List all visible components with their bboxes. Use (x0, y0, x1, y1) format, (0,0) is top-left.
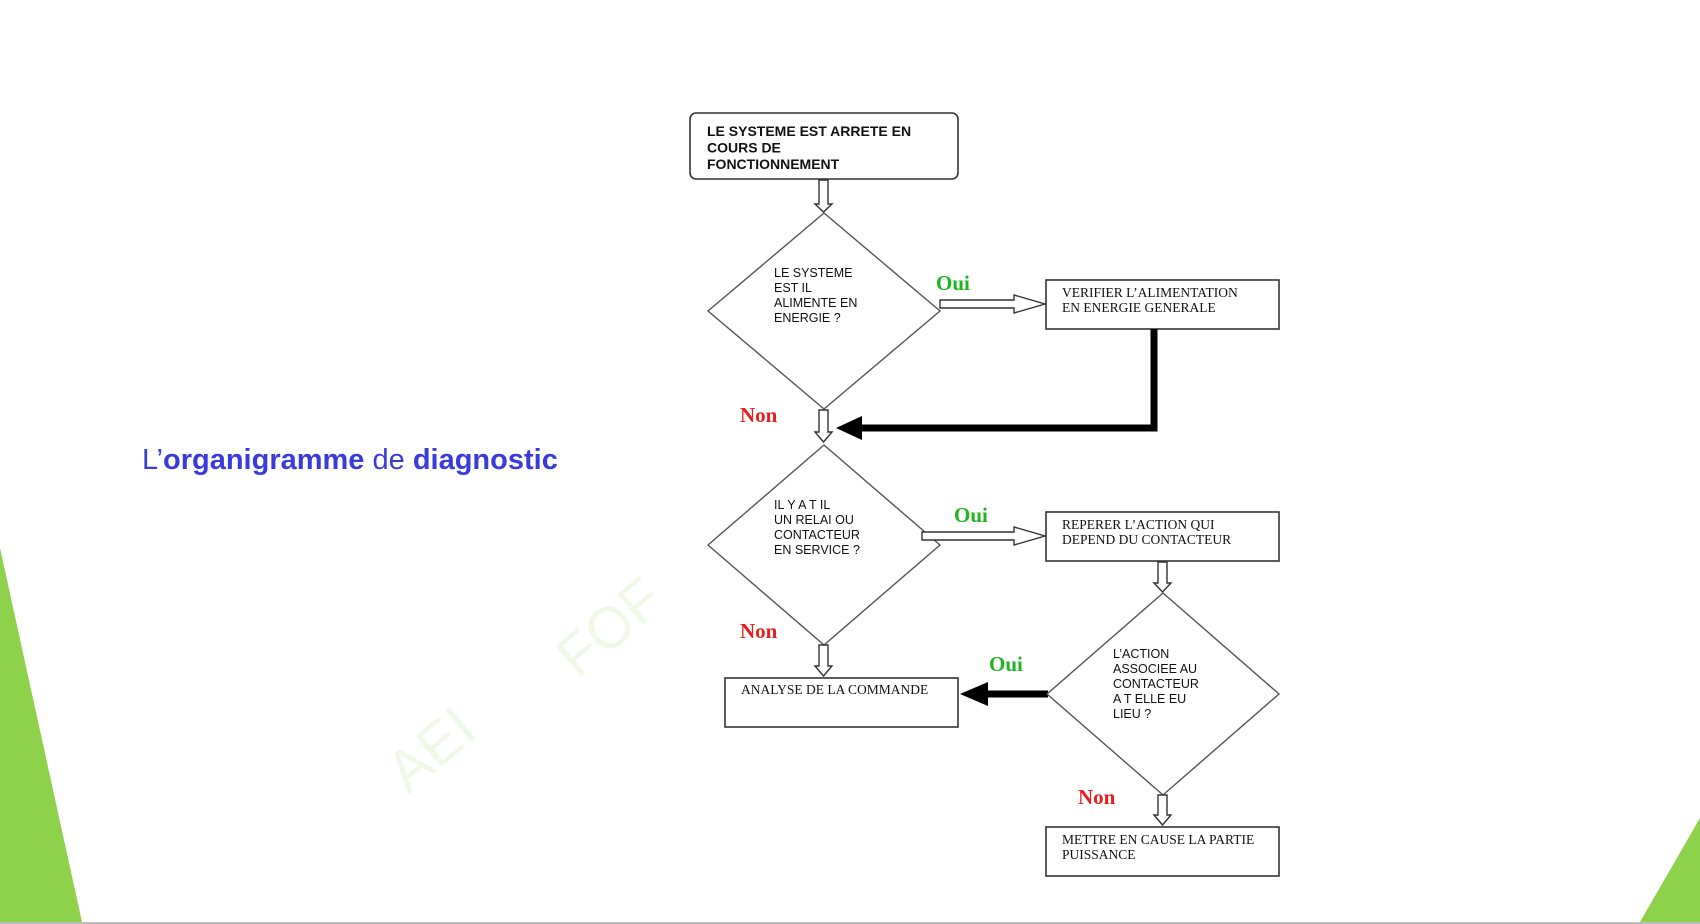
svg-text:VERIFIER L’ALIMENTATION: VERIFIER L’ALIMENTATION EN ENERGIE GENER… (1062, 285, 1241, 315)
return-path-a1 (858, 329, 1158, 432)
q1-line-2: EST IL (774, 281, 812, 295)
q2-line-3: CONTACTEUR (774, 528, 860, 542)
a2-line-2: DEPEND DU CONTACTEUR (1062, 532, 1231, 547)
q1-line-4: ENERGIE ? (774, 311, 841, 325)
a4-line-1: METTRE EN CAUSE LA PARTIE (1062, 832, 1254, 847)
left-green-accent (0, 548, 82, 922)
q2-line-4: EN SERVICE ? (774, 543, 860, 557)
action-box-a1: VERIFIER L’ALIMENTATION EN ENERGIE GENER… (1045, 279, 1280, 330)
start-box: LE SYSTEME EST ARRETE EN COURS DE FONCTI… (689, 112, 959, 180)
q1-line-3: ALIMENTE EN (774, 296, 857, 310)
a2-line-1: REPERER L’ACTION QUI (1062, 517, 1215, 532)
q1-line-1: LE SYSTEME (774, 266, 853, 280)
q3-line-5: LIEU ? (1113, 707, 1151, 721)
yes-label-1: Oui (936, 271, 970, 295)
action-box-a2: REPERER L’ACTION QUI DEPEND DU CONTACTEU… (1045, 511, 1280, 562)
return-arrowhead-a1 (836, 416, 862, 440)
slide-title: L’organigramme de diagnostic (142, 444, 558, 477)
action-box-a4: METTRE EN CAUSE LA PARTIE PUISSANCE (1045, 826, 1280, 877)
arrow-q1-to-a1 (939, 294, 1048, 314)
decision-q1: LE SYSTEME EST IL ALIMENTE EN ENERGIE ? (706, 212, 942, 410)
start-line-1: LE SYSTEME EST ARRETE EN (707, 123, 911, 139)
start-line-2: COURS DE (707, 140, 781, 156)
arrow-a2-to-q3 (1152, 561, 1173, 594)
arrow-q2-to-a2 (921, 526, 1048, 546)
arrow-q1-to-q2 (813, 409, 834, 444)
title-part-4: diagnostic (412, 444, 558, 476)
svg-text:LE SYSTEME EST IL: LE SYSTEME EST IL ALIMENTE EN ENERGIE ? (774, 266, 861, 325)
no-label-3: Non (1078, 785, 1116, 809)
no-label-1: Non (740, 403, 778, 427)
arrow-start-to-q1 (813, 179, 834, 213)
a1-line-1: VERIFIER L’ALIMENTATION (1062, 285, 1238, 300)
action-box-a3: ANALYSE DE LA COMMANDE (724, 677, 959, 728)
decision-q2: IL Y A T IL UN RELAI OU CONTACTEUR EN SE… (706, 444, 942, 646)
right-green-accent (1640, 818, 1700, 922)
svg-text:METTRE EN CAUSE LA PARTIE: METTRE EN CAUSE LA PARTIE PUISSANCE (1062, 832, 1258, 862)
q3-line-1: L’ACTION (1113, 647, 1169, 661)
q2-line-1: IL Y A T IL (774, 498, 830, 512)
a1-line-2: EN ENERGIE GENERALE (1062, 300, 1216, 315)
title-part-3: de (364, 444, 413, 476)
a4-line-2: PUISSANCE (1062, 847, 1136, 862)
yes-label-2: Oui (954, 503, 988, 527)
svg-text:LE SYSTEME EST ARRETE EN: LE SYSTEME EST ARRETE EN COURS DE FONCTI… (707, 123, 915, 172)
q3-line-3: CONTACTEUR (1113, 677, 1199, 691)
q3-line-4: A T ELLE EU (1113, 692, 1186, 706)
title-part-1: L’ (142, 444, 163, 476)
no-label-2: Non (740, 619, 778, 643)
arrow-q3-to-a4 (1152, 794, 1173, 827)
title-part-2: organigramme (162, 444, 365, 476)
start-line-3: FONCTIONNEMENT (707, 156, 840, 172)
svg-text:L’ACTION ASSOCIEE AU: L’ACTION ASSOCIEE AU CONTACTEUR A T ELLE… (1113, 647, 1202, 721)
a3-text: ANALYSE DE LA COMMANDE (741, 682, 928, 697)
bottom-border (0, 922, 1700, 924)
q2-line-2: UN RELAI OU (774, 513, 854, 527)
yes-label-3: Oui (989, 652, 1023, 676)
arrow-q2-to-a3 (813, 644, 834, 678)
arrowhead-q3-to-a3 (960, 682, 988, 706)
svg-text:IL Y A T IL UN RELAI O: IL Y A T IL UN RELAI OU CONTACTEUR EN SE… (774, 498, 863, 557)
svg-text:REPERER L’ACTION QUI D: REPERER L’ACTION QUI DEPEND DU CONTACTEU… (1062, 517, 1231, 547)
q3-line-2: ASSOCIEE AU (1113, 662, 1197, 676)
decision-q3: L’ACTION ASSOCIEE AU CONTACTEUR A T ELLE… (1045, 592, 1281, 796)
